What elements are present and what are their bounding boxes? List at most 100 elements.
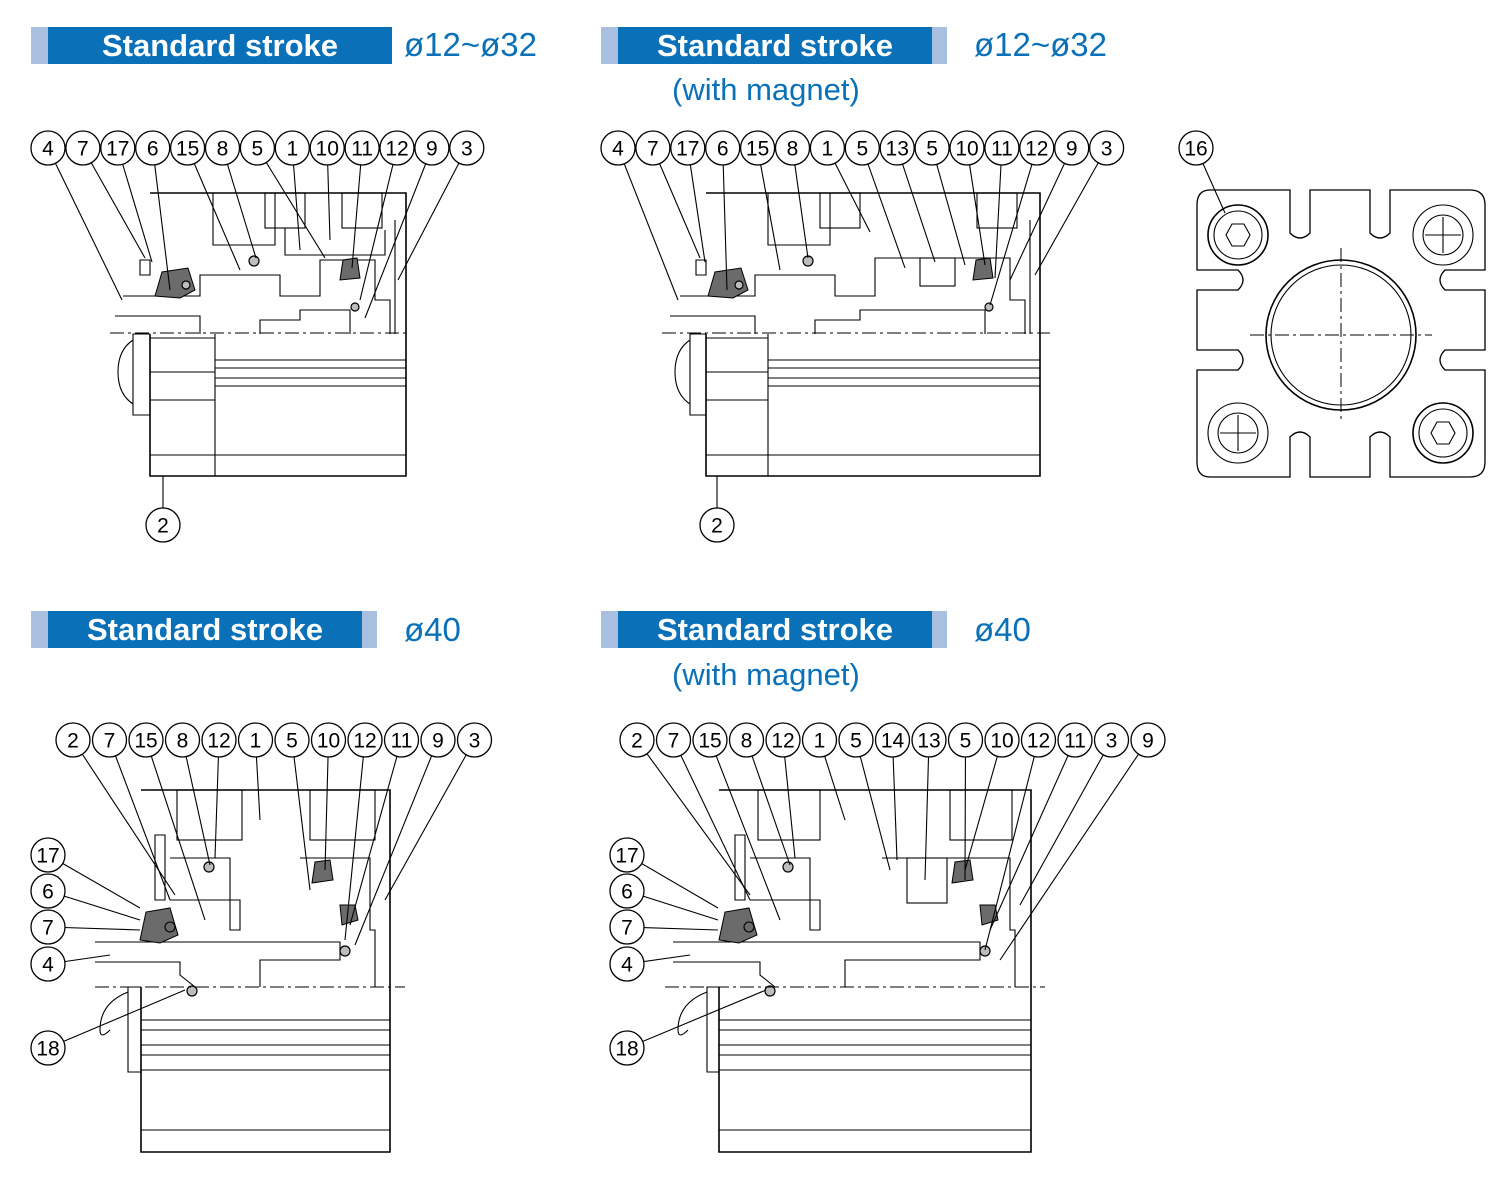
panel3-callout-7-1: 7 — [91, 722, 128, 758]
panel3-cross-section — [95, 789, 405, 1153]
panel1-callout-12-10: 12 — [379, 130, 415, 166]
panel3-side-callout-18-4: 18 — [30, 1030, 66, 1066]
panel1-callout-12-10-leader — [359, 147, 398, 301]
panel1-callout-6-3-leader — [152, 147, 171, 291]
panel4-callout-5-9-leader — [964, 739, 967, 881]
svg-text:17: 17 — [36, 845, 59, 868]
panel4-callout-14-7: 14 — [874, 722, 911, 758]
panel2-callout-8-5: 8 — [774, 130, 811, 166]
panel2-callout-17-2: 17 — [670, 130, 706, 166]
panel1-callout-11-9: 11 — [344, 130, 380, 166]
panel3-callout-3-11: 3 — [456, 722, 493, 758]
panel2-callout-5-7-leader — [861, 147, 906, 269]
svg-text:1: 1 — [822, 138, 834, 161]
panel4-side-callout-6-1: 6 — [609, 873, 645, 909]
panel4-side-callout-18-4-leader — [626, 989, 767, 1049]
panel1-callout-9-11: 9 — [414, 130, 450, 166]
svg-text:2: 2 — [631, 730, 643, 753]
svg-text:13: 13 — [886, 138, 909, 161]
svg-text:16: 16 — [1184, 138, 1207, 161]
svg-text:10: 10 — [955, 138, 978, 161]
end-view-callout-16: 16 — [1178, 130, 1214, 166]
panel3-side-callout-18-4-leader — [47, 989, 186, 1049]
panel1-callout-15-4: 15 — [169, 130, 206, 166]
svg-text:7: 7 — [42, 917, 54, 940]
panel3-side-callout-6-1: 6 — [30, 873, 66, 909]
svg-text:11: 11 — [351, 138, 373, 161]
svg-text:2: 2 — [67, 730, 79, 753]
panel3-side-callout-17-0-leader — [47, 854, 141, 909]
panel1-callout-8-5: 8 — [204, 130, 241, 166]
svg-text:5: 5 — [926, 138, 938, 161]
panel2-callout-3-14: 3 — [1088, 130, 1125, 166]
panel3-callout-2-0: 2 — [55, 722, 91, 758]
panel4-callout-9-14-leader — [999, 739, 1149, 961]
svg-text:11: 11 — [391, 730, 413, 753]
panel1-callout-7-1-leader — [82, 147, 146, 259]
panel4-callout-15-2-leader — [709, 739, 781, 921]
panel2-subtitle: (with magnet) — [672, 72, 860, 107]
panel3-callout-5-6: 5 — [274, 722, 310, 758]
panel2-cross-section — [662, 192, 1050, 477]
panel4-size-label: ø40 — [974, 611, 1031, 648]
svg-text:17: 17 — [615, 845, 638, 868]
panel3-callout-12-4: 12 — [201, 722, 237, 758]
panel3-callout-15-2: 15 — [128, 722, 164, 758]
svg-text:5: 5 — [252, 138, 264, 161]
panel4-callout-11-12-leader — [989, 739, 1076, 931]
svg-text:15: 15 — [134, 730, 157, 753]
svg-text:1: 1 — [286, 138, 298, 161]
svg-text:9: 9 — [1142, 730, 1154, 753]
svg-text:5: 5 — [850, 730, 862, 753]
panel4-callout-10-10: 10 — [984, 722, 1020, 758]
svg-text:4: 4 — [612, 138, 624, 161]
panel4-callout-3-13-leader — [1019, 739, 1112, 906]
panel4-callout-12-11-leader — [984, 739, 1040, 951]
panel3-callout-8-3-leader — [181, 739, 211, 866]
panel1-callout-8-5-leader — [221, 147, 257, 259]
panel3-callout-9-10: 9 — [420, 722, 456, 758]
svg-text:8: 8 — [741, 730, 753, 753]
panel4-callout-2-0: 2 — [619, 722, 655, 758]
panel4-callout-7-1: 7 — [655, 722, 692, 758]
panel3-callout-12-4-leader — [214, 739, 220, 859]
panel1-size-label: ø12~ø32 — [404, 26, 537, 63]
svg-text:15: 15 — [746, 138, 769, 161]
panel3-callout-11-9-leader — [349, 739, 403, 926]
svg-text:10: 10 — [990, 730, 1013, 753]
svg-text:12: 12 — [1027, 730, 1050, 753]
svg-text:1: 1 — [250, 730, 262, 753]
svg-text:3: 3 — [1106, 730, 1118, 753]
panel1-callout-6-3: 6 — [135, 130, 171, 166]
panel2-callout-7-1-leader — [652, 147, 701, 259]
svg-text:5: 5 — [286, 730, 298, 753]
svg-text:3: 3 — [469, 730, 481, 753]
panel3-callout-9-10-leader — [354, 739, 439, 946]
panel2-callout-6-3-leader — [722, 147, 728, 291]
svg-text:11: 11 — [991, 138, 1013, 161]
svg-text:3: 3 — [461, 138, 473, 161]
panel3-callout-10-7-leader — [324, 739, 330, 871]
panel2-callout-17-2-leader — [687, 147, 706, 263]
panel3-callout-7-1-leader — [108, 739, 171, 901]
svg-text:15: 15 — [698, 730, 721, 753]
svg-text:8: 8 — [217, 138, 229, 161]
panel1-callout-17-2: 17 — [100, 130, 136, 166]
svg-text:12: 12 — [385, 138, 408, 161]
panel2-banner: Standard stroke — [601, 27, 947, 64]
panel4-side-callout-4-3: 4 — [609, 946, 645, 982]
panel4-callout-8-3-leader — [745, 739, 791, 866]
svg-text:10: 10 — [317, 730, 340, 753]
panel3-callout-3-11-leader — [384, 739, 475, 901]
panel2-callout-5-7: 5 — [844, 130, 880, 166]
svg-text:9: 9 — [426, 138, 438, 161]
panel4-cross-section — [665, 789, 1045, 1153]
panel2-callout-9-13: 9 — [1054, 130, 1090, 166]
svg-text:6: 6 — [621, 881, 633, 904]
panel2-callout-11-11-leader — [994, 147, 1003, 279]
panel4-callout-12-11: 12 — [1020, 722, 1057, 758]
svg-text:18: 18 — [615, 1038, 638, 1061]
panel4-callout-13-8-leader — [924, 739, 930, 881]
svg-text:6: 6 — [717, 138, 729, 161]
panel4-callout-8-3: 8 — [728, 722, 765, 758]
